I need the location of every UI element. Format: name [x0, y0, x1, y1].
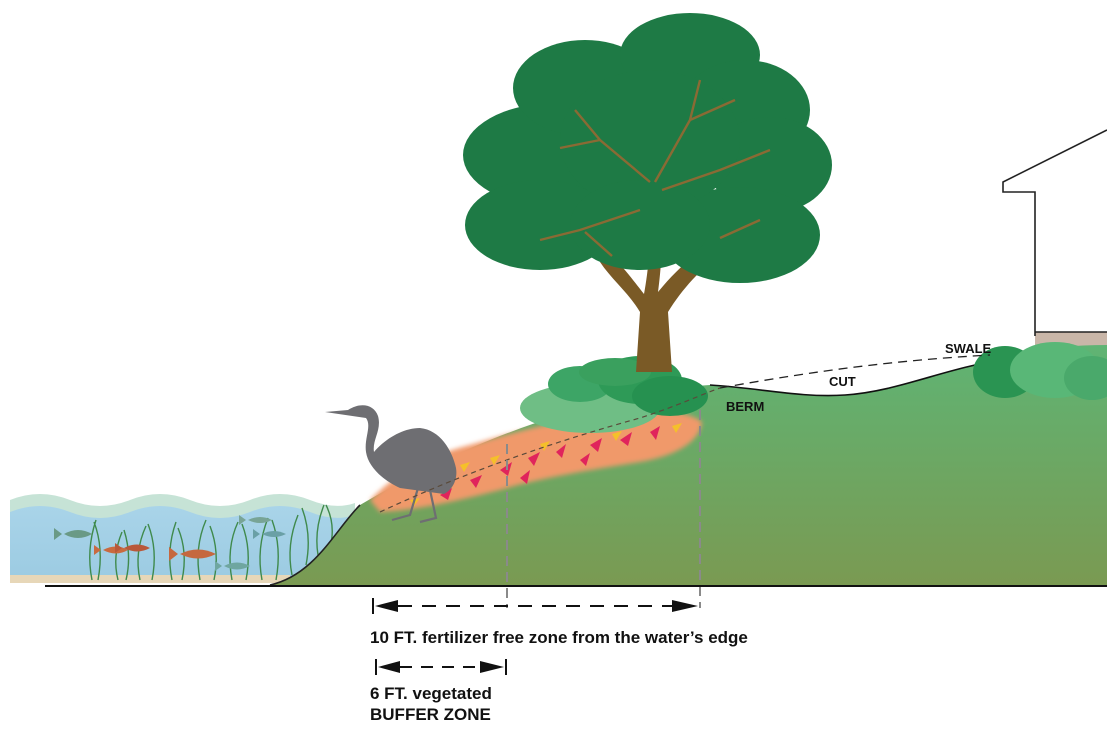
buffer-zone-dimension — [376, 659, 506, 675]
tree-icon — [463, 13, 832, 372]
cut-label: CUT — [829, 374, 856, 389]
fertilizer-zone-dimension — [373, 598, 698, 614]
shrub-icon — [973, 342, 1107, 400]
buffer-zone-caption-line2: BUFFER ZONE — [370, 705, 491, 725]
swale-label: SWALE — [945, 341, 992, 356]
house-icon — [1003, 130, 1107, 372]
berm-label: BERM — [726, 399, 764, 414]
fertilizer-zone-caption: 10 FT. fertilizer free zone from the wat… — [370, 628, 748, 648]
buffer-zone-caption-line1: 6 FT. vegetated — [370, 684, 492, 704]
